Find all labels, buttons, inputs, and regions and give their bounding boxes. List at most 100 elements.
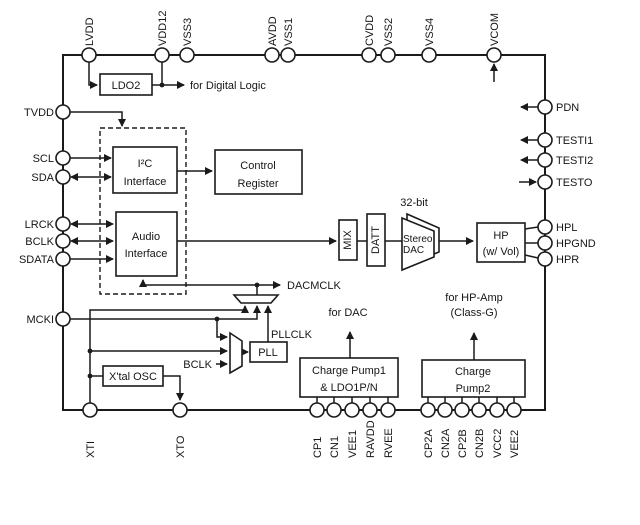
pin-sdata [55, 251, 71, 267]
wire-lvdd-ldo2 [88, 62, 98, 89]
pin-label-vss4: VSS4 [424, 18, 436, 46]
pin-cp1 [309, 402, 325, 418]
pin-label-xto: XTO [175, 435, 187, 458]
pin-label-vcc2: VCC2 [492, 429, 504, 458]
stereo-dac-shape [401, 216, 435, 272]
pin-label-vss3: VSS3 [182, 18, 194, 46]
pin-rvee [380, 402, 396, 418]
block-pll: PLL [249, 341, 288, 363]
stereo-dac-label-1: Stereo [403, 234, 433, 245]
pin-label-hpgnd: HPGND [556, 238, 596, 250]
pins-bottom: XTI XTO CP1 CN1 VEE1 RAVDD RVEE CP2A CN2… [82, 402, 522, 458]
wire-xti-mux [89, 305, 249, 403]
clock-mux-symbol [232, 294, 280, 304]
pin-testi1 [537, 132, 553, 148]
pin-label-vss2: VSS2 [383, 18, 395, 46]
pll-label: PLL [258, 347, 278, 359]
pin-mcki [55, 311, 71, 327]
for-hp-amp-label: for HP-Amp [445, 292, 502, 304]
junction-dots [87, 82, 260, 379]
i2c-label-1: I²C [138, 158, 153, 170]
pin-vdd12 [154, 47, 170, 63]
pin-label-avdd: AVDD [267, 16, 279, 46]
pllclk-label: PLLCLK [271, 329, 313, 341]
pin-xti [82, 402, 98, 418]
block-i2c-interface: I²C Interface [112, 146, 178, 194]
control-label-1: Control [240, 160, 275, 172]
mix-label: MIX [342, 230, 354, 250]
pin-label-sdata: SDATA [19, 254, 55, 266]
cp1-label-2: & LDO1P/N [320, 382, 378, 394]
pins-right: PDN TESTI1 TESTI2 TESTO HPL HPGND HPR [537, 99, 596, 267]
block-xtal-osc: X'tal OSC [102, 365, 164, 387]
pin-label-mcki: MCKI [27, 314, 55, 326]
cp2-label-1: Charge [455, 366, 491, 378]
pin-label-hpl: HPL [556, 222, 577, 234]
pin-label-testi2: TESTI2 [556, 155, 593, 167]
pin-label-xti: XTI [85, 441, 97, 458]
wire-dacmclk-audio [139, 279, 257, 287]
pin-tvdd [55, 104, 71, 120]
pin-bclk [55, 233, 71, 249]
pin-label-scl: SCL [33, 153, 54, 165]
block-charge-pump2: Charge Pump2 [421, 359, 526, 398]
pin-label-ravdd: RAVDD [365, 420, 377, 458]
pin-lrck [55, 216, 71, 232]
pin-cp2b [454, 402, 470, 418]
audio-label-1: Audio [132, 231, 160, 243]
pin-label-cp1: CP1 [312, 437, 324, 458]
pin-xto [172, 402, 188, 418]
pin-label-cn2a: CN2A [440, 428, 452, 458]
pins-top: LVDD VDD12 VSS3 AVDD VSS1 CVDD VSS2 VSS4… [81, 11, 502, 63]
for-dac-label: for DAC [328, 307, 367, 319]
pin-label-hpr: HPR [556, 254, 579, 266]
pin-hpgnd [537, 235, 553, 251]
pin-vss1 [280, 47, 296, 63]
block-hp-amp: HP (w/ Vol) [476, 222, 526, 263]
wire-hp-hpr [524, 254, 539, 259]
for-digital-logic-label: for Digital Logic [190, 80, 266, 92]
pin-label-vee2: VEE2 [509, 430, 521, 458]
pin-testi2 [537, 152, 553, 168]
pin-label-vss1: VSS1 [283, 18, 295, 46]
pin-vee2 [506, 402, 522, 418]
pin-ravdd [362, 402, 378, 418]
pin-label-testo: TESTO [556, 177, 593, 189]
bit-width-label: 32-bit [400, 197, 428, 209]
pin-label-vee1: VEE1 [347, 430, 359, 458]
block-charge-pump1: Charge Pump1 & LDO1P/N [299, 357, 399, 398]
pins-left: TVDD SCL SDA LRCK BCLK SDATA MCKI [19, 104, 71, 327]
annotations: for Digital Logic 32-bit DACMCLK PLLCLK … [183, 80, 502, 371]
cp2-label-2: Pump2 [456, 383, 491, 395]
hp-label-1: HP [493, 230, 508, 242]
i2c-label-2: Interface [124, 176, 167, 188]
wire-mcki-pllmux [216, 319, 228, 341]
pin-label-rvee: RVEE [383, 428, 395, 458]
wire-mcki-mux [70, 305, 261, 320]
wire-cp1-pins [316, 397, 389, 404]
block-mix: MIX [338, 219, 358, 261]
digital-section-dashed-box [99, 127, 187, 295]
block-control-register: Control Register [214, 149, 303, 195]
pin-label-vdd12: VDD12 [157, 11, 169, 46]
pin-cp2a [420, 402, 436, 418]
pin-cvdd [361, 47, 377, 63]
pin-hpl [537, 219, 553, 235]
pin-label-sda: SDA [31, 172, 54, 184]
wires [70, 62, 539, 404]
pin-testo [537, 174, 553, 190]
pin-label-vcom: VCOM [489, 13, 501, 46]
pin-label-cp2b: CP2B [457, 429, 469, 458]
block-stereo-dac: Stereo DAC [401, 212, 440, 272]
pin-label-cn1: CN1 [329, 436, 341, 458]
wire-tvdd [70, 111, 126, 127]
bclk-internal-label: BCLK [183, 359, 212, 371]
pin-label-testi1: TESTI1 [556, 135, 593, 147]
pin-sda [55, 169, 71, 185]
pin-avdd [264, 47, 280, 63]
pin-scl [55, 150, 71, 166]
pin-label-tvdd: TVDD [24, 107, 54, 119]
audio-label-2: Interface [125, 248, 168, 260]
